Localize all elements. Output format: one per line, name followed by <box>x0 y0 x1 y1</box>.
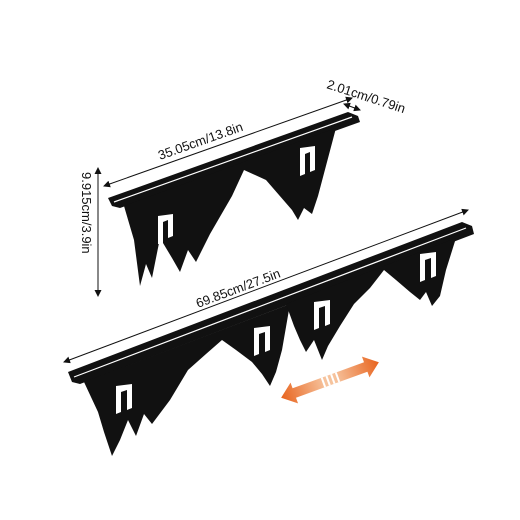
height-label: 9.915cm/3.9in <box>79 172 94 254</box>
short-rack <box>108 112 360 286</box>
depth-dimension: 2.01cm/0.79in <box>325 77 407 117</box>
height-dimension: 9.915cm/3.9in <box>79 167 102 297</box>
extended-rack <box>68 222 474 456</box>
depth-label: 2.01cm/0.79in <box>325 77 407 117</box>
extended-rack-hook-slot-1 <box>116 384 132 414</box>
double-arrow-icon <box>281 356 379 404</box>
